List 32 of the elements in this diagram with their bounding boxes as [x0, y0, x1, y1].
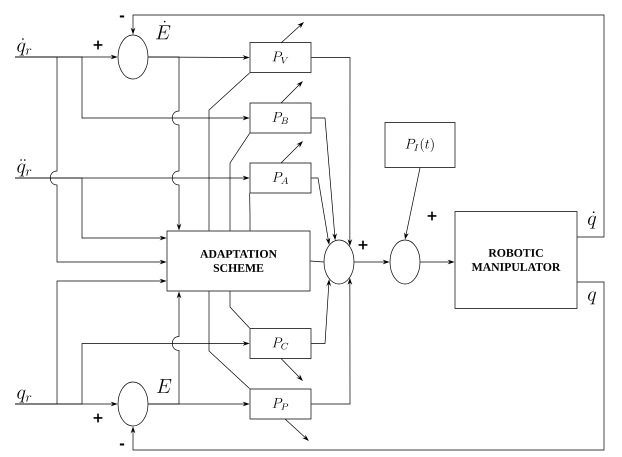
sign-label: +: [358, 240, 368, 250]
sign-label: +: [428, 212, 436, 220]
line: [230, 291, 250, 328]
process-box: ADAPTATION SCHEME: [166, 230, 310, 292]
signal-label: $\dot{E}$: [156, 20, 170, 40]
feedback-line: [130, 282, 604, 450]
line: [208, 291, 250, 389]
gain-block: $P_P$: [250, 388, 312, 420]
sign-label: -: [120, 15, 124, 18]
summing-junction: [118, 382, 148, 426]
sign-label: +: [94, 40, 102, 50]
gain-block: $P_V$: [250, 42, 312, 73]
line: [208, 72, 250, 231]
gain-block: $P_A$: [250, 162, 312, 194]
gain-block: $P_B$: [250, 102, 312, 134]
line: [230, 133, 250, 231]
sign-label: +: [94, 414, 102, 422]
input-signal-label: $\dot{q}_r$: [17, 38, 32, 56]
summing-junction: [324, 240, 354, 284]
summing-junction: [118, 34, 148, 80]
process-box: ROBOTIC MANIPULATOR: [454, 211, 578, 309]
input-signal-label: $q_r$: [17, 390, 32, 402]
gain-block: $P_C$: [250, 328, 312, 359]
signal-label: $\dot{q}$: [588, 211, 596, 229]
summing-junction: [390, 240, 420, 284]
sign-label: -: [120, 443, 124, 446]
line: [249, 193, 250, 231]
signal-label: $q$: [588, 291, 596, 304]
line: [310, 260, 324, 262]
input-signal-label: $\ddot{q}_r$: [17, 159, 32, 176]
signal-label: $E$: [157, 379, 172, 393]
gain-block: $P_I(t)$: [384, 122, 456, 168]
